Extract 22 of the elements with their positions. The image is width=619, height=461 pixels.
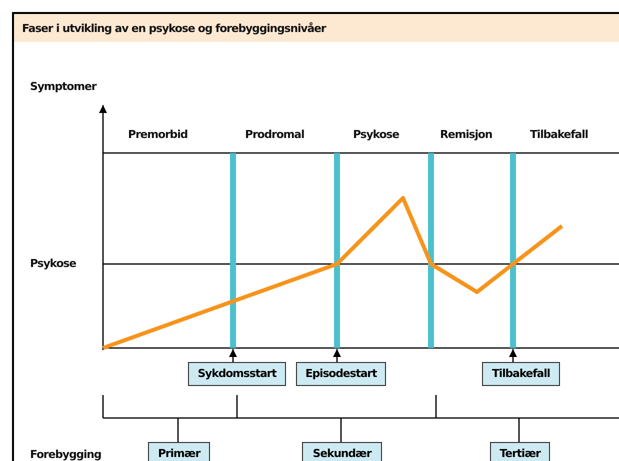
event-box: Tilbakefall — [482, 362, 560, 386]
bracket — [102, 394, 619, 419]
prevention-box: Sekundær — [302, 442, 382, 461]
arrow — [509, 349, 517, 362]
connector-line — [340, 418, 342, 442]
row-label: Forebygging — [30, 448, 102, 461]
connector-line — [177, 418, 179, 442]
phase-label: Prodromal — [245, 128, 304, 141]
phase-label: Premorbid — [128, 128, 188, 141]
axis-label: Symptomer — [30, 80, 96, 93]
event-box: Episodestart — [296, 362, 386, 386]
phase-label: Remisjon — [440, 128, 492, 141]
diagram-title: Faser i utvikling av en psykose og forebyggingsnivåer — [22, 22, 326, 35]
phase-label: Tilbakefall — [530, 128, 588, 141]
phase-label: Psykose — [353, 128, 399, 141]
event-box: Sykdomsstart — [188, 362, 286, 386]
prevention-box: Primær — [148, 442, 210, 461]
arrow — [333, 349, 341, 362]
prevention-box: Tertiær — [490, 442, 550, 461]
axis-tick-label: Psykose — [30, 257, 76, 270]
arrow — [229, 349, 237, 362]
connector-line — [518, 418, 520, 442]
